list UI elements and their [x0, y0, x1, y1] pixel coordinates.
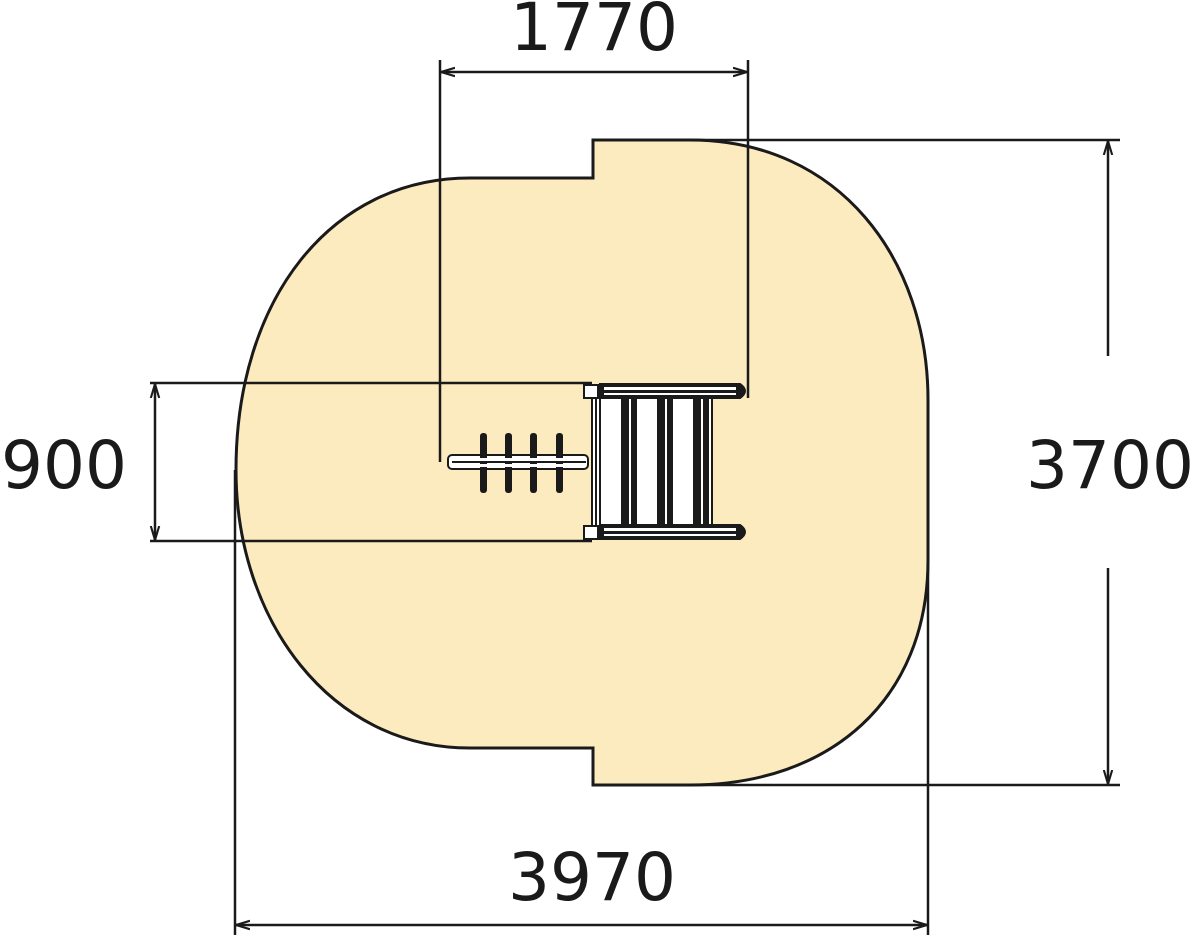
dimension-label-left: 900 [1, 427, 127, 504]
steps [480, 433, 563, 493]
dimension-label-top: 1770 [510, 0, 678, 66]
dimension-right: 3700 [600, 138, 1194, 787]
dimension-label-bottom: 3970 [508, 839, 676, 916]
dimension-label-right: 3700 [1026, 427, 1194, 504]
play-equipment [447, 383, 746, 540]
dimension-top: 1770 [438, 0, 750, 462]
dimension-bottom: 3970 [233, 470, 930, 935]
dimension-left: 900 [1, 381, 592, 543]
